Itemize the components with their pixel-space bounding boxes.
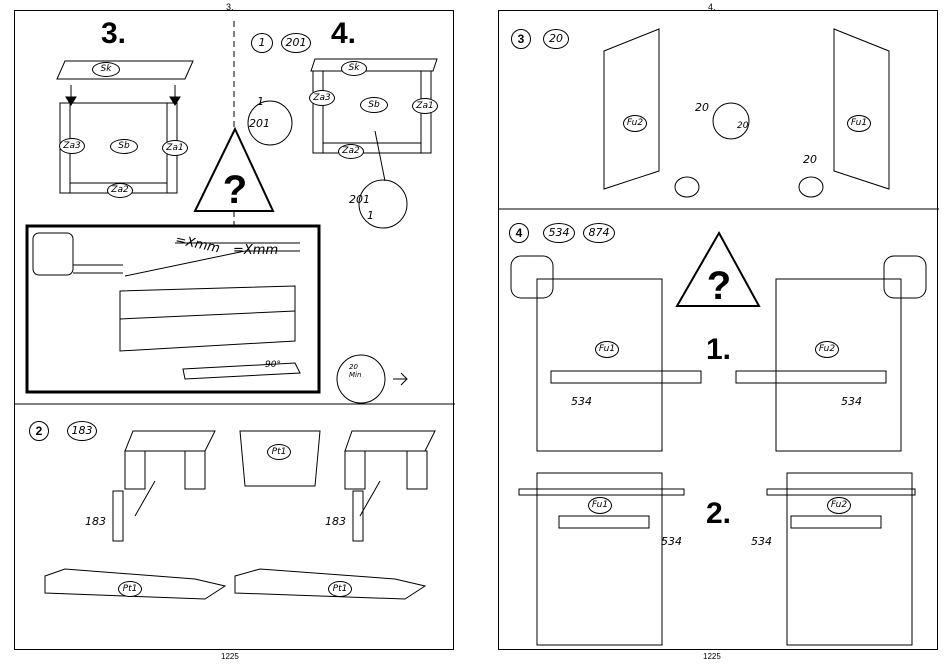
right-step3-part-fu1: Fu1 bbox=[847, 115, 871, 132]
right-step4-sub1: 1. bbox=[706, 333, 731, 367]
step4-cabinet bbox=[248, 59, 437, 228]
right-step4-part-fu1-bottom: Fu1 bbox=[588, 497, 612, 514]
step4-part-za3: Za3 bbox=[309, 90, 335, 106]
step3-part-za2: Za2 bbox=[107, 183, 133, 198]
svg-text:?: ? bbox=[707, 264, 731, 308]
step2-ref: 183 bbox=[67, 421, 97, 441]
right-step4-screw-label-2: 534 bbox=[841, 395, 862, 408]
step3-title: 3. bbox=[101, 17, 126, 51]
right-step4-screw-label-3: 534 bbox=[661, 535, 682, 548]
warning-triangle-top: ? bbox=[195, 129, 273, 212]
callout-label-1b: 1 bbox=[367, 209, 374, 222]
callout-label-201a: 201 bbox=[249, 117, 270, 130]
right-step4-drawing bbox=[511, 256, 926, 645]
right-step3-ref: 20 bbox=[543, 29, 569, 49]
right-step3-part-fu2: Fu2 bbox=[623, 115, 647, 132]
step4-part-za2: Za2 bbox=[338, 144, 364, 159]
drawer-dimension-2: =Xmm bbox=[233, 243, 278, 258]
step2-part-pt1-top: Pt1 bbox=[267, 444, 291, 460]
left-page: ? bbox=[14, 10, 454, 650]
step3-part-sb: Sb bbox=[110, 139, 138, 154]
right-step4-part-fu1-top: Fu1 bbox=[595, 341, 619, 358]
right-page: ? 3 20 Fu2 Fu1 20 20 20 4 534 874 1. 2. … bbox=[498, 10, 938, 650]
step4-part-sk: Sk bbox=[341, 61, 367, 76]
warning-triangle-right: ? bbox=[677, 233, 759, 308]
right-step4-ref-874: 874 bbox=[583, 223, 615, 243]
right-step3-label-20b: 20 bbox=[737, 121, 748, 131]
right-step3-number: 3 bbox=[511, 29, 531, 49]
right-page-drawing: ? bbox=[499, 11, 939, 651]
left-page-footer: 1225 bbox=[221, 652, 239, 661]
step3-part-sk: Sk bbox=[92, 62, 120, 77]
step3-cabinet bbox=[57, 61, 193, 193]
left-page-drawing: ? bbox=[15, 11, 455, 651]
step3-part-za1: Za1 bbox=[162, 140, 188, 156]
svg-text:?: ? bbox=[223, 168, 247, 212]
step3-part-za3: Za3 bbox=[59, 138, 85, 154]
right-step4-number: 4 bbox=[509, 223, 529, 243]
step2-number: 2 bbox=[29, 421, 49, 441]
right-step4-ref-534: 534 bbox=[543, 223, 575, 243]
step2-part-pt1-left: Pt1 bbox=[118, 581, 142, 597]
callout-label-1a: 1 bbox=[257, 95, 264, 108]
step2-part-pt1-right: Pt1 bbox=[328, 581, 352, 597]
step4-ref-201: 201 bbox=[281, 33, 311, 53]
right-step4-screw-label-4: 534 bbox=[751, 535, 772, 548]
step4-title: 4. bbox=[331, 17, 356, 51]
step4-ref-1: 1 bbox=[251, 33, 273, 53]
drawer-angle: 90° bbox=[265, 360, 281, 370]
step4-part-za1: Za1 bbox=[412, 98, 438, 114]
right-step3-label-20c: 20 bbox=[803, 153, 817, 166]
callout-label-201b: 201 bbox=[349, 193, 370, 206]
step2-dowel-right: 183 bbox=[325, 515, 346, 528]
right-step4-part-fu2-bottom: Fu2 bbox=[827, 497, 851, 514]
right-step4-sub2: 2. bbox=[706, 497, 731, 531]
right-step3-label-20a: 20 bbox=[695, 101, 709, 114]
right-step4-part-fu2-top: Fu2 bbox=[815, 341, 839, 358]
right-step4-screw-label-1: 534 bbox=[571, 395, 592, 408]
step2-dowel-left: 183 bbox=[85, 515, 106, 528]
drawer-gauge: 20 Min bbox=[349, 363, 361, 379]
right-page-footer: 1225 bbox=[703, 652, 721, 661]
step4-part-sb: Sb bbox=[360, 97, 388, 113]
right-step3-drawing bbox=[604, 29, 889, 197]
